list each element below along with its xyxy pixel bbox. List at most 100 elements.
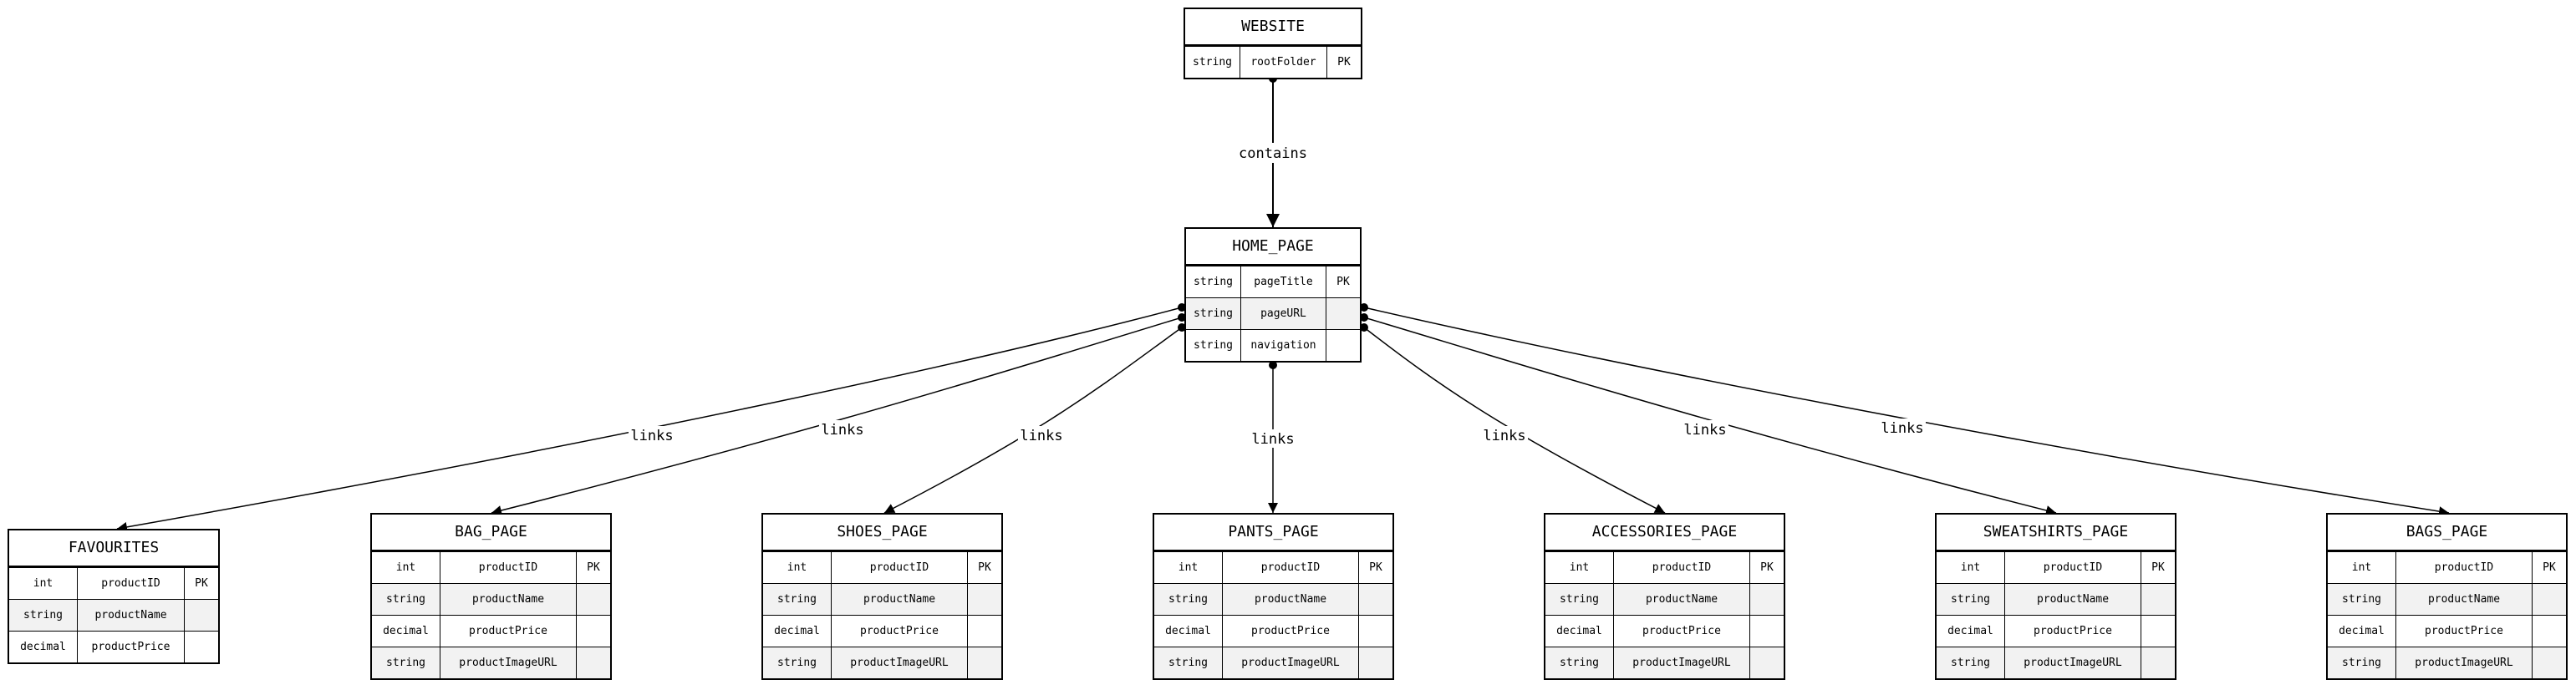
attribute-type: string: [1185, 47, 1240, 78]
rel-label-links: links: [821, 422, 863, 439]
attribute-key: [968, 616, 1001, 647]
entity-name: SHOES_PAGE: [763, 515, 1001, 551]
attribute-type: decimal: [763, 616, 832, 647]
attribute-type: string: [372, 647, 440, 678]
entity-accessories-page[interactable]: ACCESSORIES_PAGE int productID PK string…: [1544, 513, 1785, 680]
entity-shoes-page[interactable]: SHOES_PAGE int productID PK string produ…: [761, 513, 1003, 680]
attribute-row: decimal productPrice: [1154, 615, 1392, 647]
attribute-type: string: [1545, 647, 1614, 678]
attribute-key: [577, 584, 610, 615]
attribute-name: rootFolder: [1240, 47, 1327, 78]
entity-bag-page[interactable]: BAG_PAGE int productID PK string product…: [370, 513, 612, 680]
attribute-row: string productImageURL: [763, 647, 1001, 678]
attribute-type: string: [1937, 647, 2005, 678]
rel-home-page-shoes-page: links: [883, 323, 1186, 514]
attribute-key: PK: [1336, 276, 1350, 288]
attribute-type: decimal: [1545, 616, 1614, 647]
rel-home-page-bags-page: links: [1360, 303, 2450, 517]
attribute-type: decimal: [1937, 616, 2005, 647]
attribute-key: PK: [1369, 561, 1382, 574]
attribute-type: int: [1154, 552, 1223, 583]
attribute-key: [2533, 616, 2566, 647]
attribute-name: productName: [78, 600, 185, 631]
attribute-key: [185, 632, 218, 662]
attribute-row: string productImageURL: [2328, 647, 2566, 678]
attribute-key: [1326, 298, 1360, 329]
attribute-name: pageURL: [1241, 298, 1326, 329]
attribute-key: [1750, 616, 1784, 647]
attribute-row: string productName: [372, 583, 610, 615]
attribute-name: productID: [2005, 552, 2141, 583]
attribute-row: string rootFolder PK: [1185, 46, 1361, 78]
rel-home-page-bag-page: links: [491, 313, 1186, 515]
rel-label-links: links: [1881, 420, 1923, 437]
entity-favourites[interactable]: FAVOURITES int productID PK string produ…: [8, 529, 220, 664]
attribute-name: productImageURL: [1223, 647, 1359, 678]
attribute-row: int productID PK: [9, 567, 218, 599]
attribute-row: string productImageURL: [1154, 647, 1392, 678]
entity-home-page[interactable]: HOME_PAGE string pageTitle PK string pag…: [1184, 227, 1362, 363]
entity-name: HOME_PAGE: [1186, 229, 1360, 266]
attribute-key: [2533, 647, 2566, 678]
attribute-name: productPrice: [2396, 616, 2533, 647]
rel-label-links: links: [1020, 428, 1062, 444]
attribute-row: string productImageURL: [1545, 647, 1784, 678]
entity-website[interactable]: WEBSITE string rootFolder PK: [1184, 8, 1362, 79]
entity-sweatshirts-page[interactable]: SWEATSHIRTS_PAGE int productID PK string…: [1935, 513, 2176, 680]
attribute-name: productID: [1614, 552, 1750, 583]
attribute-key: [1750, 647, 1784, 678]
attribute-type: int: [2328, 552, 2396, 583]
attribute-row: decimal productPrice: [372, 615, 610, 647]
rel-website-home-page: contains: [1239, 74, 1307, 227]
attribute-row: decimal productPrice: [2328, 615, 2566, 647]
attribute-row: string productName: [1545, 583, 1784, 615]
attribute-row: decimal productPrice: [9, 631, 218, 662]
attribute-key: [2141, 616, 2175, 647]
attribute-key: [185, 600, 218, 631]
attribute-type: string: [1186, 266, 1241, 297]
attribute-key: [1326, 330, 1360, 361]
attribute-row: string productImageURL: [1937, 647, 2175, 678]
attribute-type: decimal: [2328, 616, 2396, 647]
rel-home-page-favourites: links: [116, 303, 1186, 532]
attribute-type: string: [1937, 584, 2005, 615]
attribute-type: int: [763, 552, 832, 583]
attribute-key: PK: [2543, 561, 2556, 574]
attribute-row: int productID PK: [1545, 551, 1784, 583]
entity-pants-page[interactable]: PANTS_PAGE int productID PK string produ…: [1153, 513, 1394, 680]
attribute-name: productName: [832, 584, 968, 615]
attribute-type: string: [1545, 584, 1614, 615]
attribute-type: string: [1186, 330, 1241, 361]
attribute-type: string: [2328, 584, 2396, 615]
attribute-row: int productID PK: [2328, 551, 2566, 583]
rel-label-links: links: [630, 428, 673, 444]
attribute-key: [577, 647, 610, 678]
attribute-key: [2141, 647, 2175, 678]
attribute-key: [968, 647, 1001, 678]
attribute-type: string: [1154, 584, 1223, 615]
rel-label-contains: contains: [1239, 145, 1307, 162]
attribute-row: string productImageURL: [372, 647, 610, 678]
attribute-name: productImageURL: [832, 647, 968, 678]
attribute-type: string: [372, 584, 440, 615]
attribute-type: int: [1545, 552, 1614, 583]
attribute-row: int productID PK: [1154, 551, 1392, 583]
entity-name: BAG_PAGE: [372, 515, 610, 551]
attribute-name: productImageURL: [440, 647, 577, 678]
attribute-type: string: [9, 600, 78, 631]
attribute-key: [1750, 584, 1784, 615]
entity-name: WEBSITE: [1185, 9, 1361, 46]
attribute-type: decimal: [372, 616, 440, 647]
attribute-type: string: [763, 584, 832, 615]
attribute-name: productPrice: [1614, 616, 1750, 647]
attribute-row: string productName: [1154, 583, 1392, 615]
attribute-type: string: [1154, 647, 1223, 678]
attribute-key: [2141, 584, 2175, 615]
attribute-key: [1359, 616, 1392, 647]
attribute-row: string navigation: [1186, 329, 1360, 361]
entity-bags-page[interactable]: BAGS_PAGE int productID PK string produc…: [2326, 513, 2568, 680]
attribute-name: productPrice: [78, 632, 185, 662]
attribute-name: productName: [440, 584, 577, 615]
attribute-name: productName: [1614, 584, 1750, 615]
